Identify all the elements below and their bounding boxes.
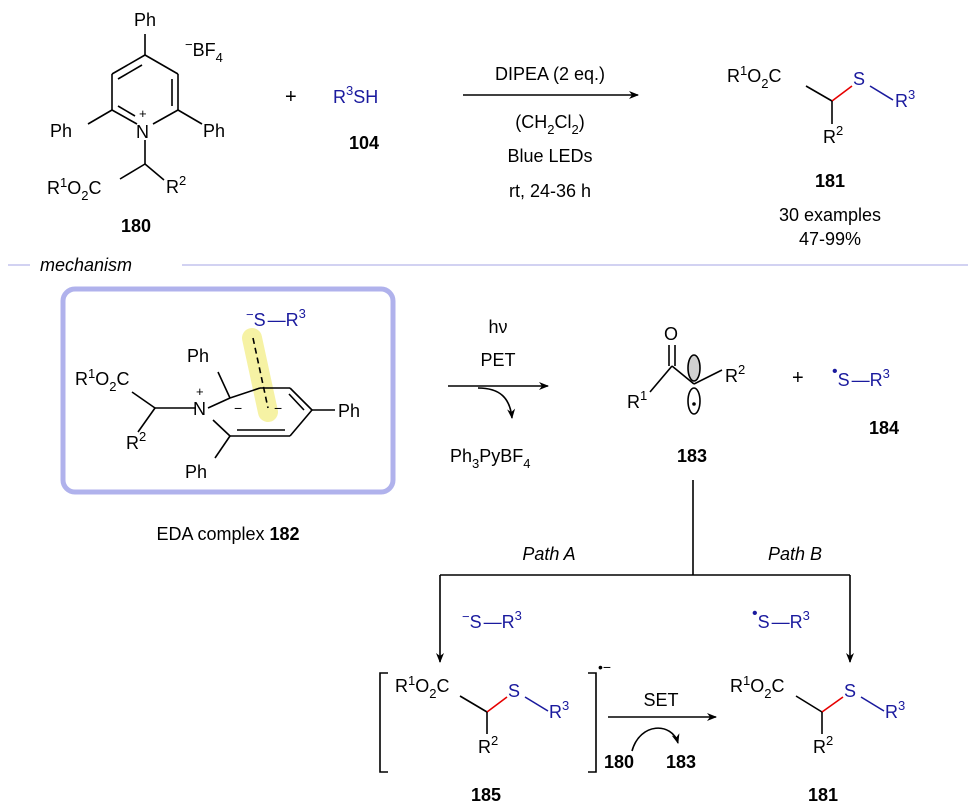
condition-time: rt, 24-36 h (509, 181, 591, 201)
r2-181-bottom: R2 (813, 733, 833, 757)
ester-185: R1O2C (395, 673, 449, 701)
pet-curved-arrow (477, 387, 516, 419)
charge-transfer-highlight (242, 328, 278, 422)
yield-range: 47-99% (799, 229, 861, 249)
radical-anion-label-185: 185 (471, 785, 501, 805)
condition-solvent: (CH2Cl2) (515, 112, 584, 137)
ph-top-label: Ph (134, 10, 156, 30)
compound-label-181-top: 181 (815, 171, 845, 191)
compound-label-180: 180 (121, 216, 151, 236)
set-reactant-180: 180 (604, 752, 634, 772)
pyridinium-salt-180 (87, 34, 203, 181)
ester-group-181-top: R1O2C (727, 63, 781, 91)
eda-ph-top: Ph (187, 346, 209, 366)
eda-complex-label: EDA complex 182 (156, 524, 299, 544)
eda-ester: R1O2C (75, 366, 129, 394)
eda-n-plus: + (196, 384, 204, 399)
path-a-thiolate: −S—R3 (462, 608, 522, 632)
eda-minus-mark: − (234, 400, 242, 416)
radical-anion-185 (379, 672, 597, 773)
byproduct-label: Ph3PyBF4 (450, 446, 531, 471)
n-plus-charge: + (139, 106, 147, 121)
plus-sign-mechanism: + (792, 367, 804, 389)
r2-185: R2 (478, 733, 498, 757)
pet-label: PET (480, 350, 515, 370)
r3-185: R3 (549, 698, 569, 722)
eda-r2: R2 (126, 429, 146, 453)
ester-181-bottom: R1O2C (730, 673, 784, 701)
plus-sign-top: + (285, 86, 297, 108)
eda-pyridinium-ring (131, 371, 335, 459)
condition-base: DIPEA (2 eq.) (495, 64, 605, 84)
radical-label-183: 183 (677, 446, 707, 466)
ph-left-label: Ph (50, 121, 72, 141)
oxygen-183: O (664, 324, 678, 344)
sulfur-185: S (508, 681, 520, 701)
examples-count: 30 examples (779, 205, 881, 225)
pet-hv: hν (488, 317, 507, 337)
eda-ph-bottom: Ph (185, 462, 207, 482)
pyridinium-nitrogen: N (136, 122, 149, 142)
radical-dot-183 (692, 402, 696, 406)
r2-181-top: R2 (823, 123, 843, 147)
condition-light: Blue LEDs (507, 146, 592, 166)
ester-group-180: R1O2C (47, 175, 101, 203)
product-181-bottom (795, 695, 885, 734)
r2-183: R2 (725, 362, 745, 386)
thiol-reagent: R3SH (333, 83, 378, 107)
path-a-label: Path A (522, 544, 575, 564)
sulfur-181-top: S (853, 69, 865, 89)
r1-183: R1 (627, 388, 647, 412)
eda-complex-box (60, 286, 396, 495)
charge-transfer-dash (252, 337, 269, 409)
r2-group-180: R2 (166, 173, 186, 197)
mechanism-heading: mechanism (40, 255, 132, 275)
path-b-thiyl: •S—R3 (752, 605, 810, 632)
eda-minus-mark-2: − (274, 400, 282, 416)
r3-181-top: R3 (895, 87, 915, 111)
ph-right-label: Ph (203, 121, 225, 141)
compound-label-104: 104 (349, 133, 379, 153)
sulfur-181-bottom: S (844, 681, 856, 701)
set-product-183: 183 (666, 752, 696, 772)
r3-181-bottom: R3 (885, 698, 905, 722)
eda-thiolate: −S—R3 (246, 306, 306, 330)
eda-nitrogen: N (193, 399, 206, 419)
path-b-label: Path B (768, 544, 822, 564)
radical-anion-charge: •− (598, 659, 611, 675)
radical-183 (649, 345, 723, 415)
product-181-top (805, 85, 894, 124)
set-label: SET (643, 690, 678, 710)
eda-ph-right: Ph (338, 401, 360, 421)
compound-label-181-bottom: 181 (808, 785, 838, 805)
thiyl-label-184: 184 (869, 418, 899, 438)
path-branch-lines (436, 480, 854, 663)
set-curved-arrow (631, 727, 680, 752)
thiyl-radical-184: •S—R3 (832, 363, 890, 390)
counterion: −BF4 (185, 37, 223, 65)
